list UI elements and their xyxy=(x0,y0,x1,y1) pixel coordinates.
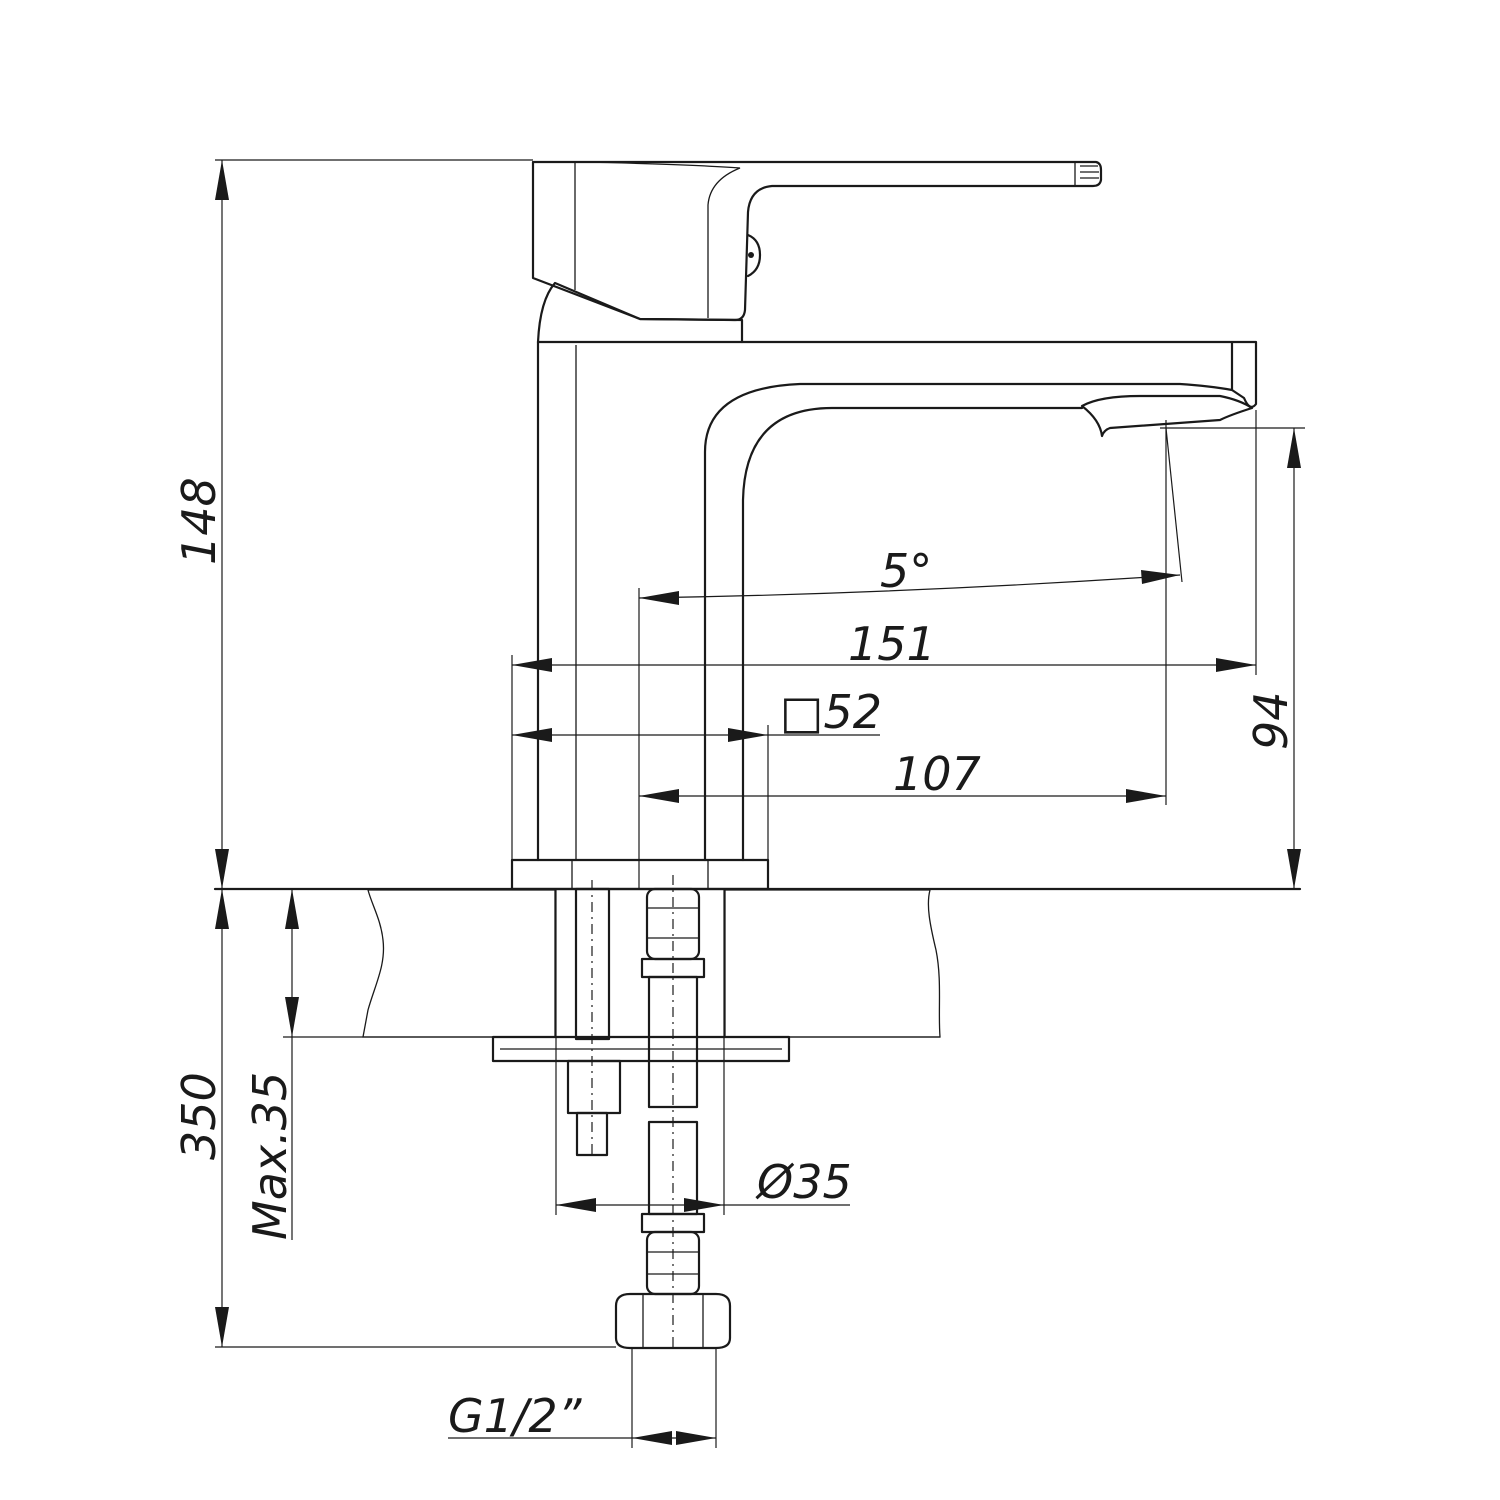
dimension-base-square-label: □52 xyxy=(780,685,882,739)
handle-lever-inner xyxy=(574,161,741,318)
fixing-plate xyxy=(491,1035,791,1063)
dimension-height-total: 148 xyxy=(172,159,533,889)
hose-lower-fitting xyxy=(645,1230,701,1296)
dimension-spout-angle-label: 5° xyxy=(880,544,932,598)
dimension-reach-axis-label: 107 xyxy=(893,747,981,801)
handle-pivot-dot xyxy=(748,252,754,258)
faucet-body xyxy=(510,160,1305,891)
handle-lever xyxy=(531,160,1103,322)
dimension-base-square: □52 xyxy=(512,685,882,860)
base-ring xyxy=(510,858,770,891)
flexible-hose xyxy=(614,875,732,1350)
mounting-hardware xyxy=(491,875,791,1350)
spout-aerator xyxy=(1080,394,1254,438)
dimension-reach-total: 151 xyxy=(511,410,1257,860)
fixing-stud-end xyxy=(575,1111,609,1157)
dimension-hose-length: 350 xyxy=(172,889,616,1348)
dimension-deck-thickness-label: Max.35 xyxy=(243,1072,297,1240)
dimension-reach-axis: 107 xyxy=(639,420,1167,805)
dimension-connection-thread: G1/2” xyxy=(448,1348,717,1448)
hose-braid-upper xyxy=(647,975,699,1109)
handle-base-dome xyxy=(536,281,744,344)
fixing-nut xyxy=(566,1059,622,1115)
countertop-right-hatch xyxy=(724,889,941,1038)
dimension-reach-total-label: 151 xyxy=(848,617,936,671)
spout-inner-curve xyxy=(741,406,1084,862)
dimension-spout-clearance-label: 94 xyxy=(1244,691,1298,750)
dimension-height-total-label: 148 xyxy=(172,477,226,565)
dimension-deck-thickness: Max.35 xyxy=(243,889,299,1240)
dimension-connection-thread-label: G1/2” xyxy=(448,1389,583,1443)
countertop-left-hatch xyxy=(362,889,556,1038)
dimension-hose-length-label: 350 xyxy=(172,1072,226,1160)
dimension-hole-diameter: Ø35 xyxy=(555,890,852,1215)
handle-pivot-screw xyxy=(746,233,762,278)
countertop-section xyxy=(213,887,1302,1038)
dimension-spout-angle: 5° xyxy=(638,427,1183,605)
dimension-hole-diameter-label: Ø35 xyxy=(755,1155,852,1209)
dimension-spout-clearance: 94 xyxy=(1244,428,1301,889)
